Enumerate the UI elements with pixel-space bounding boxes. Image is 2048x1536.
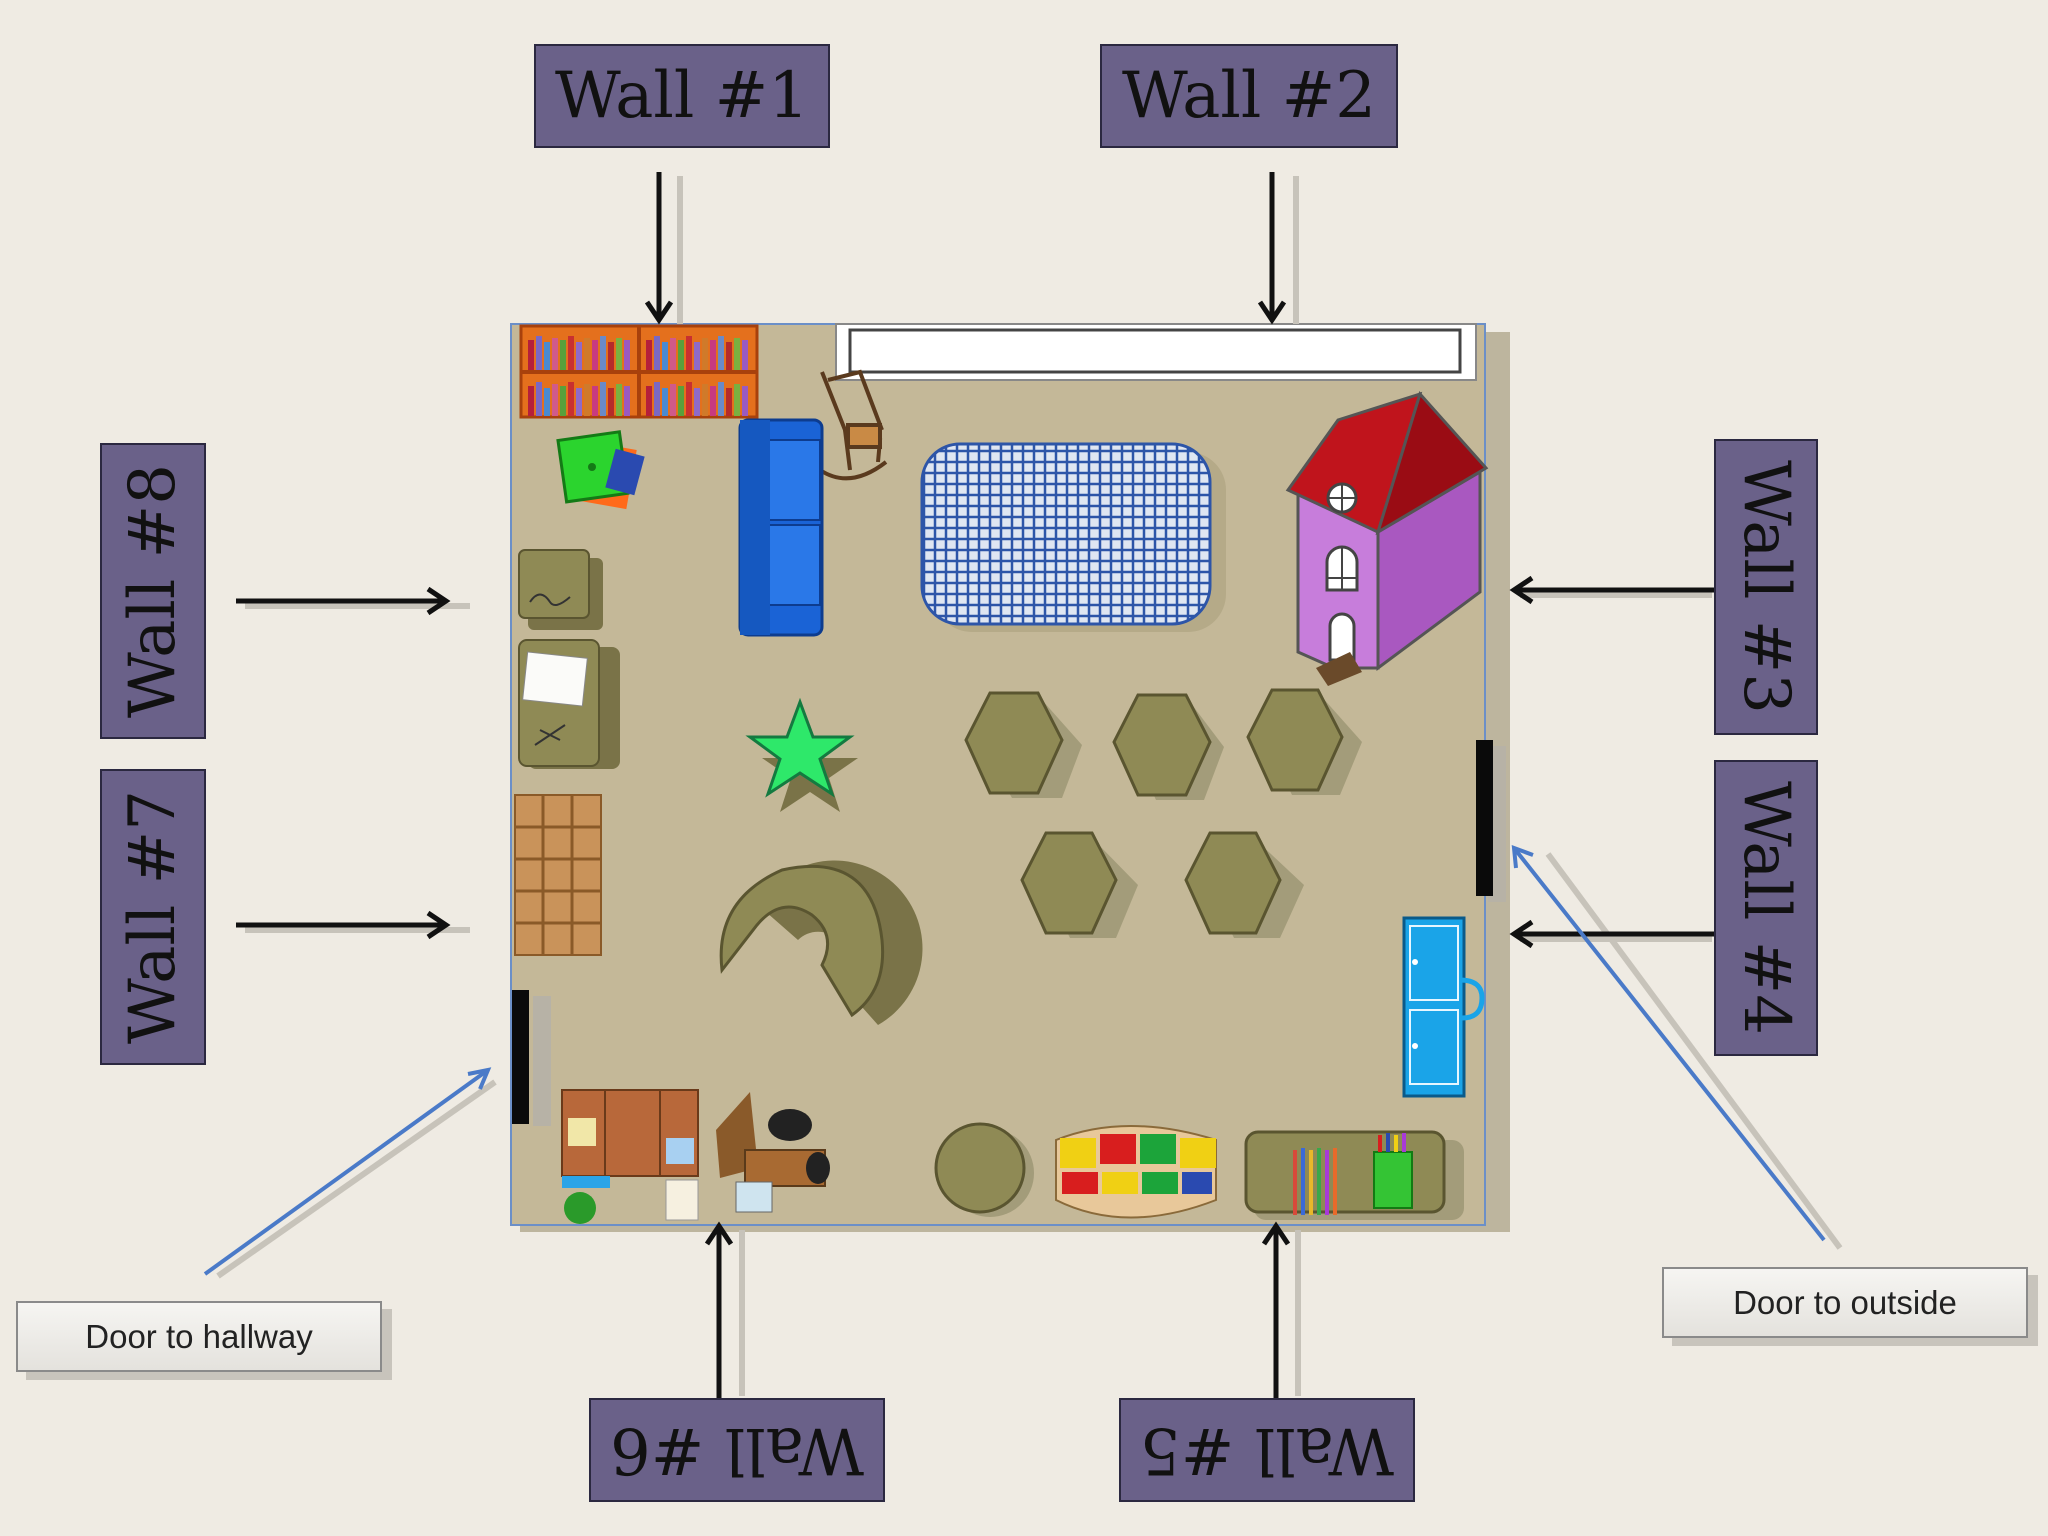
wall-1-label: Wall #1 <box>534 44 830 148</box>
door-shadow <box>533 996 551 1126</box>
rocking-chair <box>818 369 888 481</box>
teacher-desk <box>716 1092 830 1213</box>
teacher-cabinet <box>561 1089 699 1224</box>
wall-2-text: Wall #2 <box>1122 59 1376 133</box>
wall-4-text: Wall #4 <box>1729 781 1803 1035</box>
round-table <box>934 1122 1026 1214</box>
bookshelf <box>519 324 759 419</box>
door-to-outside-label: Door to outside <box>1662 1267 2028 1338</box>
door-to-outside <box>1476 740 1493 896</box>
door-to-outside-text: Door to outside <box>1733 1283 1957 1321</box>
cubby-shelf <box>514 794 602 956</box>
hexagon-tables <box>964 688 1362 938</box>
wall-7-text: Wall #7 <box>116 790 190 1044</box>
toy-shelf <box>1055 1125 1217 1219</box>
wall-1-text: Wall #1 <box>555 59 809 133</box>
wall-3-label: Wall #3 <box>1714 439 1818 735</box>
kidney-table <box>719 860 923 1025</box>
window-frame <box>848 328 1462 374</box>
arrow-door-outside <box>1512 846 1826 1242</box>
wall-5-label: Wall #5 <box>1119 1398 1415 1502</box>
wall-6-text: Wall #6 <box>610 1413 864 1487</box>
door-to-hallway <box>512 990 529 1124</box>
door-to-hallway-label: Door to hallway <box>16 1301 382 1372</box>
side-table <box>518 549 603 630</box>
wall-arrows <box>236 172 1716 1398</box>
wall-8-label: Wall #8 <box>100 443 206 739</box>
wall-4-label: Wall #4 <box>1714 760 1818 1056</box>
wall-7-label: Wall #7 <box>100 769 206 1065</box>
wall-6-label: Wall #6 <box>589 1398 885 1502</box>
star-rug <box>745 697 858 812</box>
wall-5-text: Wall #5 <box>1140 1413 1394 1487</box>
pillow <box>556 430 645 510</box>
wall-8-text: Wall #8 <box>116 464 190 718</box>
door-arrows <box>203 845 1826 1276</box>
arrow-shadows <box>216 176 1843 1396</box>
art-supply-table <box>1244 1130 1464 1220</box>
door-to-hallway-text: Door to hallway <box>85 1317 313 1355</box>
writing-desk <box>518 639 620 769</box>
couch <box>738 418 824 637</box>
rug <box>920 442 1212 626</box>
wall-2-label: Wall #2 <box>1100 44 1398 148</box>
playhouse <box>1285 391 1489 686</box>
arrow-door-hallway <box>203 1068 490 1276</box>
wall-3-text: Wall #3 <box>1729 460 1803 714</box>
sink-cabinet <box>1402 916 1485 1098</box>
